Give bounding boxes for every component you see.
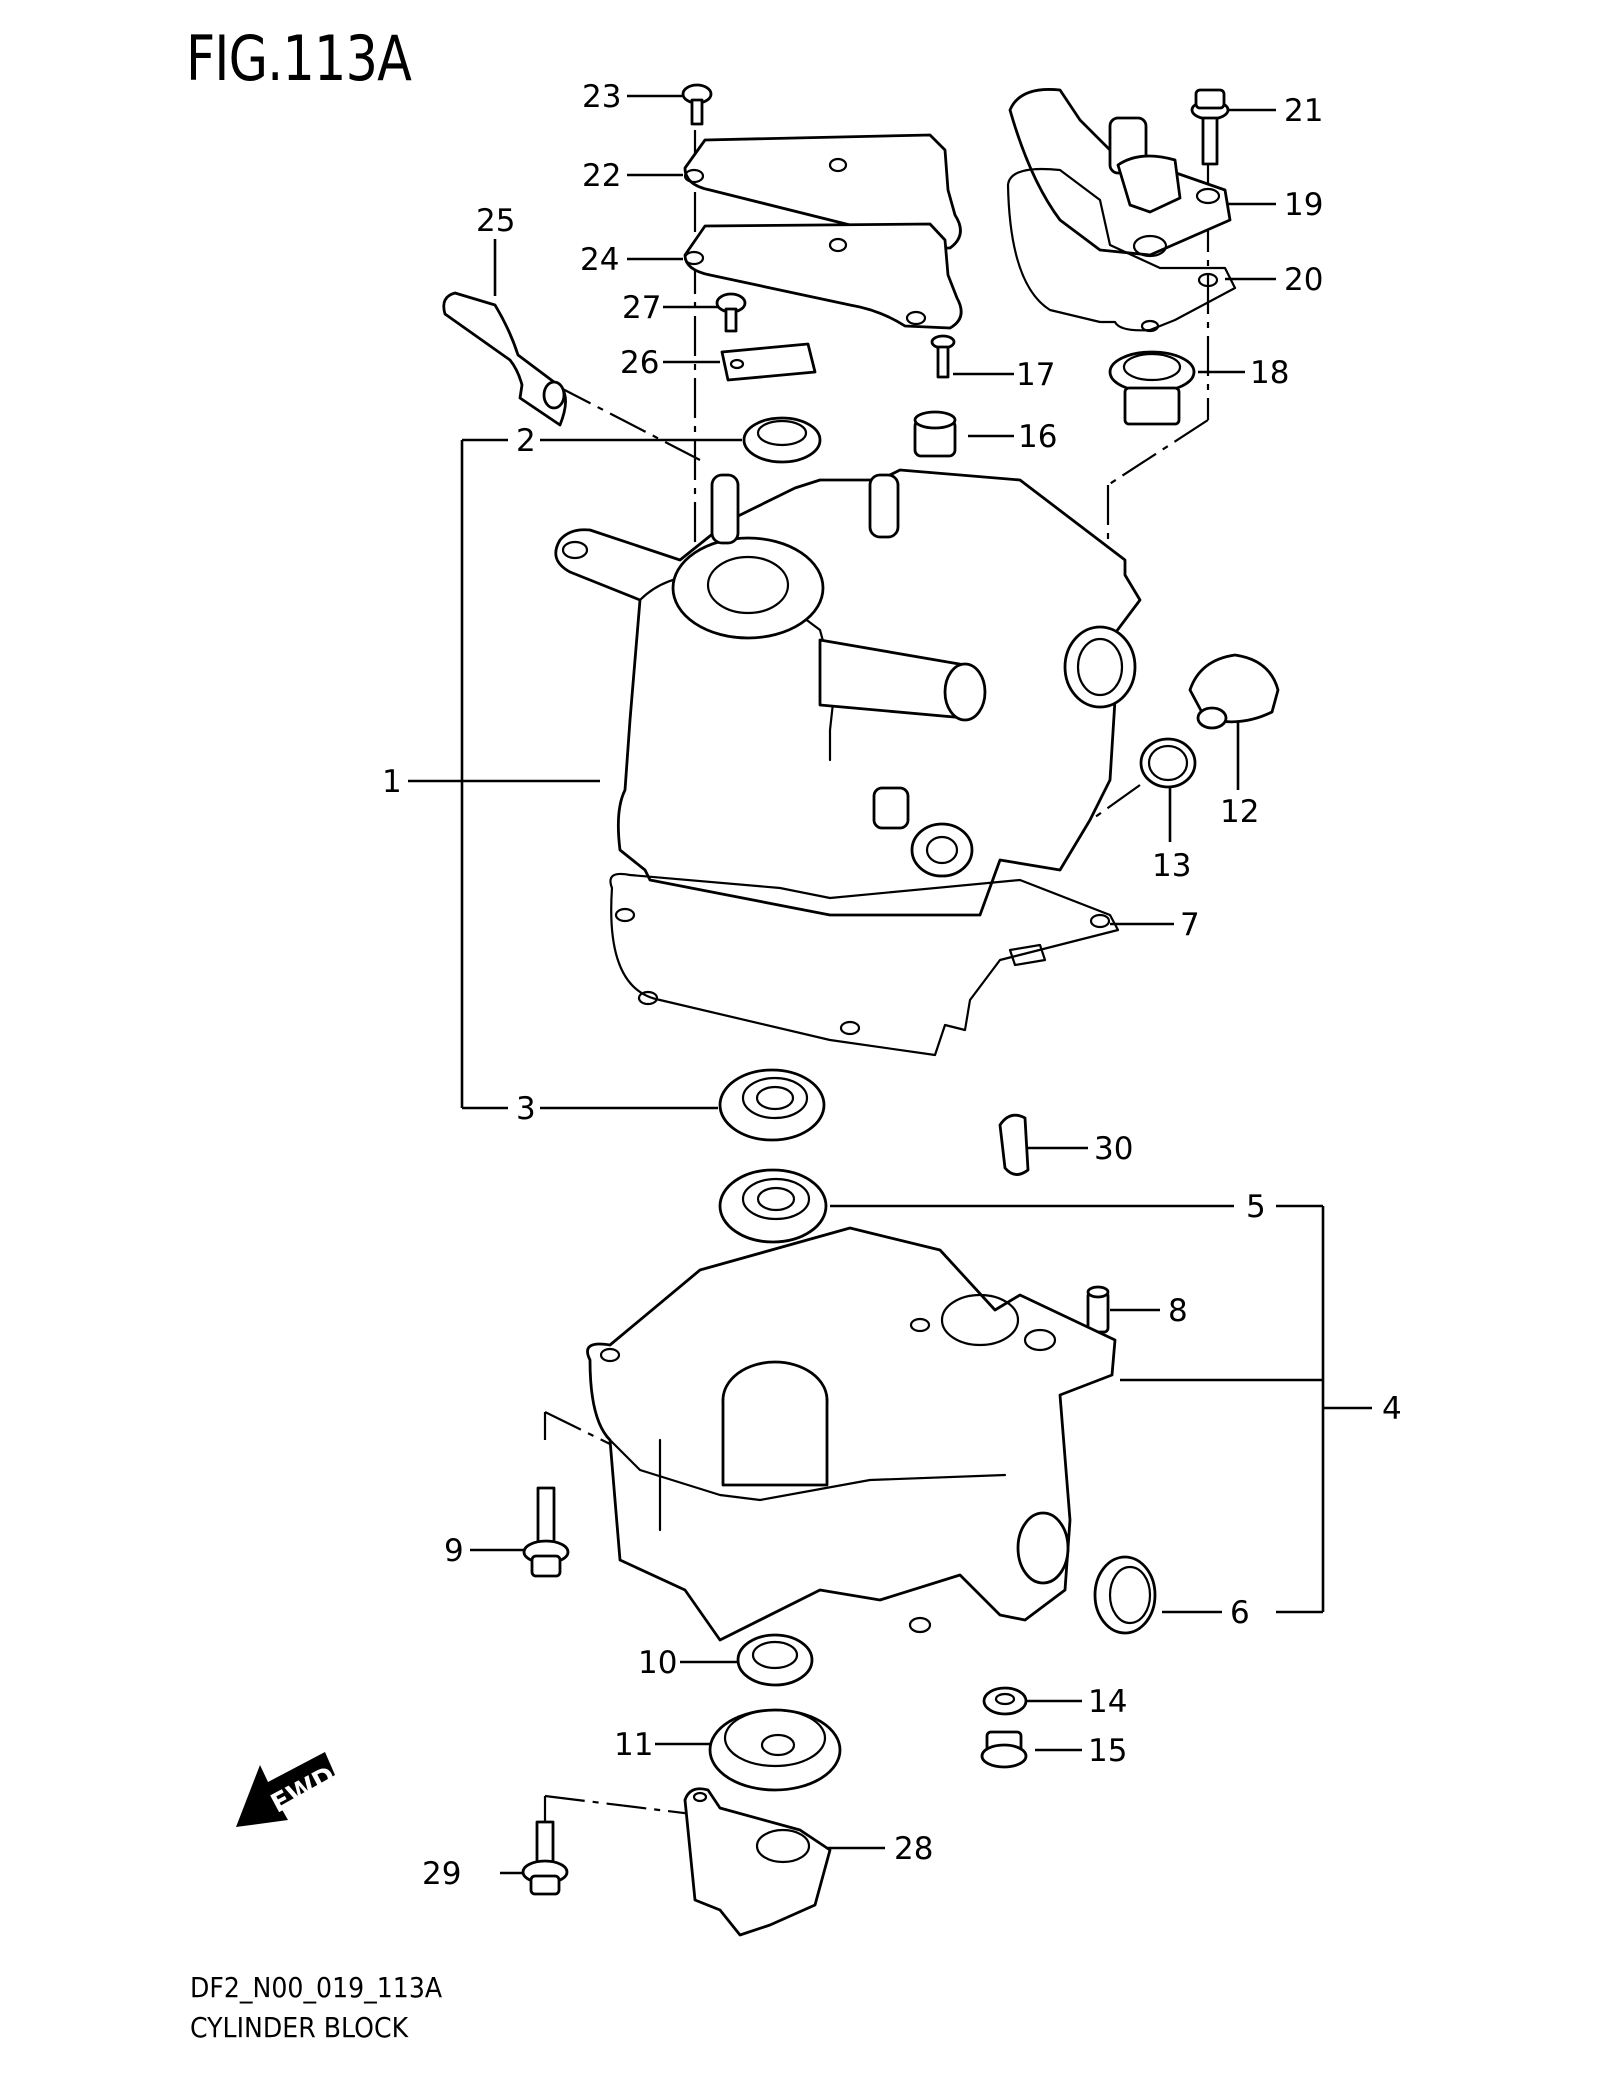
part-gasket-20 xyxy=(1006,167,1237,333)
part-washer-14 xyxy=(982,1686,1028,1716)
callout-21: 21 xyxy=(1284,93,1323,129)
callout-6: 6 xyxy=(1230,1595,1250,1631)
callout-22: 22 xyxy=(582,158,621,194)
callout-13: 13 xyxy=(1152,848,1191,884)
callout-25: 25 xyxy=(476,203,515,239)
callout-1: 1 xyxy=(382,764,402,800)
callout-18: 18 xyxy=(1250,355,1289,391)
callout-4: 4 xyxy=(1382,1391,1402,1427)
part-gasket-24 xyxy=(683,222,963,330)
callout-9: 9 xyxy=(444,1533,464,1569)
fwd-arrow-icon: FWD xyxy=(236,1752,340,1827)
part-breather-hose xyxy=(442,291,567,427)
part-dowel-16 xyxy=(913,410,957,458)
part-gasket-7 xyxy=(609,872,1120,1057)
leader-lines xyxy=(408,94,1372,1875)
callout-3: 3 xyxy=(516,1091,536,1127)
callout-30: 30 xyxy=(1094,1131,1133,1167)
part-o-ring-13 xyxy=(1139,737,1197,789)
callout-26: 26 xyxy=(620,345,659,381)
part-screw-17 xyxy=(930,334,956,379)
callout-24: 24 xyxy=(580,242,619,278)
part-cylinder-block-1 xyxy=(554,468,1142,917)
part-plate-26 xyxy=(720,342,817,382)
part-plate-28 xyxy=(683,1787,832,1937)
part-screw-27 xyxy=(715,292,747,333)
callout-10: 10 xyxy=(638,1645,677,1681)
part-bolt-29 xyxy=(521,1820,569,1896)
callout-14: 14 xyxy=(1088,1684,1127,1720)
callout-16: 16 xyxy=(1018,419,1057,455)
figure-title: FIG.113A xyxy=(186,22,412,95)
callout-7: 7 xyxy=(1180,907,1200,943)
callout-12: 12 xyxy=(1220,794,1259,830)
callout-23: 23 xyxy=(582,79,621,115)
part-cap-11 xyxy=(708,1708,842,1792)
part-thermostat-18 xyxy=(1108,350,1196,426)
part-crankcase-4 xyxy=(586,1226,1117,1642)
figure-caption: DF2_N00_019_113A CYLINDER BLOCK xyxy=(190,1968,442,2048)
part-seal-6 xyxy=(1093,1555,1157,1635)
callout-20: 20 xyxy=(1284,262,1323,298)
callout-11: 11 xyxy=(614,1727,653,1763)
callout-19: 19 xyxy=(1284,187,1323,223)
callout-8: 8 xyxy=(1168,1293,1188,1329)
part-thermostat-cover-19 xyxy=(1008,88,1232,258)
figure-code: DF2_N00_019_113A xyxy=(190,1971,443,2004)
part-seal-10 xyxy=(736,1633,814,1687)
callout-labels: 23 22 25 24 27 26 2 1 3 21 19 20 17 18 1… xyxy=(382,79,1402,1892)
part-dowel-8 xyxy=(1086,1285,1110,1334)
callout-5: 5 xyxy=(1246,1189,1266,1225)
callout-15: 15 xyxy=(1088,1733,1127,1769)
part-bolt-21 xyxy=(1190,88,1230,166)
part-bearing-3 xyxy=(718,1068,826,1142)
part-screw-23 xyxy=(681,83,713,126)
callout-28: 28 xyxy=(894,1831,933,1867)
callout-17: 17 xyxy=(1016,357,1055,393)
callout-2: 2 xyxy=(516,423,536,459)
part-bearing-5 xyxy=(718,1168,828,1244)
callout-29: 29 xyxy=(422,1856,461,1892)
part-seal-2 xyxy=(742,416,822,464)
part-key-30 xyxy=(998,1113,1030,1176)
part-plug-15 xyxy=(980,1730,1028,1769)
callout-27: 27 xyxy=(622,290,661,326)
part-plug-12 xyxy=(1188,653,1280,730)
part-bolt-9 xyxy=(522,1486,570,1578)
figure-name: CYLINDER BLOCK xyxy=(190,2011,409,2044)
